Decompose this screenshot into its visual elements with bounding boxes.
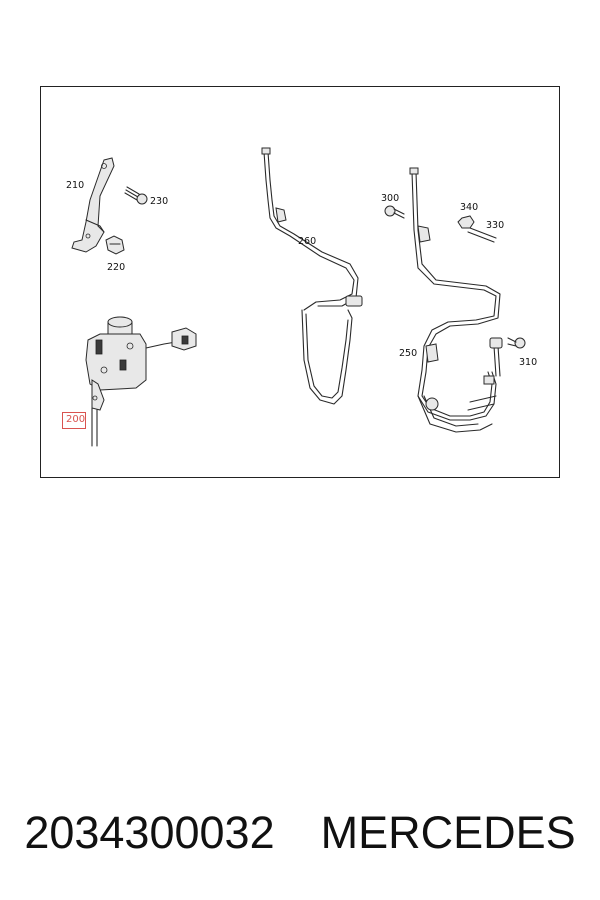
callout-300: 300 [381, 193, 399, 204]
bracket-part-210 [71, 157, 115, 253]
callout-260: 260 [298, 236, 316, 247]
hose-part-250 [409, 167, 503, 433]
clip-part-220 [105, 235, 125, 255]
part-number: 2034300032 [24, 807, 275, 858]
callout-210: 210 [66, 180, 84, 191]
callout-310: 310 [519, 357, 537, 368]
bolt-part-300 [384, 205, 405, 219]
parts-diagram: 210 230 220 260 300 340 330 [66, 147, 537, 447]
callout-340: 340 [460, 202, 478, 213]
line-part-260 [261, 147, 363, 405]
screw-part-230 [124, 186, 148, 205]
callout-230: 230 [150, 196, 168, 207]
callout-220: 220 [107, 262, 125, 273]
diagram-frame [40, 86, 560, 478]
callout-330: 330 [486, 220, 504, 231]
caption: 2034300032 MERCEDES [0, 798, 600, 868]
callout-200: 200 [66, 414, 86, 425]
bolt-part-310 [507, 337, 526, 349]
brand-name: MERCEDES [320, 807, 576, 858]
vacuum-pump-part-200 [85, 316, 197, 447]
callout-250: 250 [399, 348, 417, 359]
stud-part-330 [467, 227, 497, 243]
highlight-callout-200[interactable]: 200 [62, 412, 86, 429]
